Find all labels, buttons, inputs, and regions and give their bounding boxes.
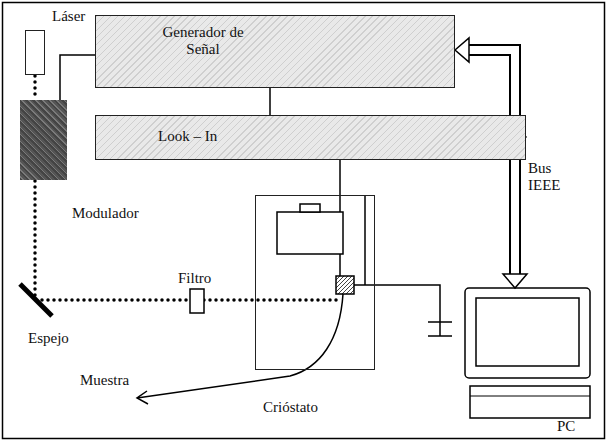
mirror-symbol bbox=[20, 284, 52, 316]
laser-box bbox=[25, 30, 45, 75]
keyboard-symbol bbox=[470, 386, 590, 418]
pc: PC bbox=[465, 288, 590, 420]
modulator-box: Modulador bbox=[20, 100, 67, 180]
bus-label: Bus IEEE bbox=[528, 160, 574, 194]
label-holder: Filtro bbox=[178, 270, 211, 287]
part-label: Muestra bbox=[80, 372, 129, 389]
part-label: Filtro bbox=[178, 270, 211, 287]
connector-fills bbox=[469, 50, 515, 274]
cold-head-tab bbox=[300, 204, 320, 212]
label-holder: Espejo bbox=[28, 330, 69, 347]
bus-arrow bbox=[469, 50, 515, 274]
node-label: Crióstato bbox=[263, 399, 381, 416]
monitor-symbol bbox=[465, 288, 590, 378]
cold-head bbox=[277, 212, 343, 254]
signal-wire bbox=[269, 88, 271, 115]
arrowhead bbox=[503, 274, 527, 288]
filter-symbol bbox=[190, 289, 204, 313]
leader-line bbox=[137, 294, 343, 398]
laser-beam bbox=[35, 76, 338, 300]
node-label: PC bbox=[557, 418, 607, 435]
keyboard-line bbox=[470, 396, 590, 397]
sample-symbol bbox=[336, 276, 354, 294]
bus-arrow-fill bbox=[469, 50, 515, 274]
node-label: Láser bbox=[52, 8, 132, 25]
cryostat-box: Crióstato bbox=[255, 195, 375, 370]
signal-wire bbox=[339, 160, 341, 195]
signal-generator-box: Generador de Señal bbox=[95, 15, 455, 88]
label-holder: Muestra bbox=[80, 372, 129, 389]
monitor-screen bbox=[476, 298, 579, 366]
signal-wire bbox=[60, 55, 95, 100]
frame bbox=[3, 3, 605, 439]
part-label: Espejo bbox=[28, 330, 69, 347]
connector-heads bbox=[455, 38, 527, 288]
ground-symbol bbox=[428, 322, 452, 336]
wire bbox=[339, 196, 341, 212]
node-label: Modulador bbox=[72, 205, 119, 222]
label-holder: Bus IEEE bbox=[528, 160, 574, 194]
node-label: Generador de Señal bbox=[144, 24, 262, 58]
wire bbox=[339, 254, 341, 276]
node-label: Look – In bbox=[158, 128, 587, 145]
laser-source: Láser bbox=[25, 8, 105, 75]
wire bbox=[354, 196, 440, 322]
arrowhead bbox=[455, 38, 469, 62]
leader-arrowhead bbox=[137, 391, 148, 404]
lock-in-box: Look – In bbox=[95, 115, 526, 160]
